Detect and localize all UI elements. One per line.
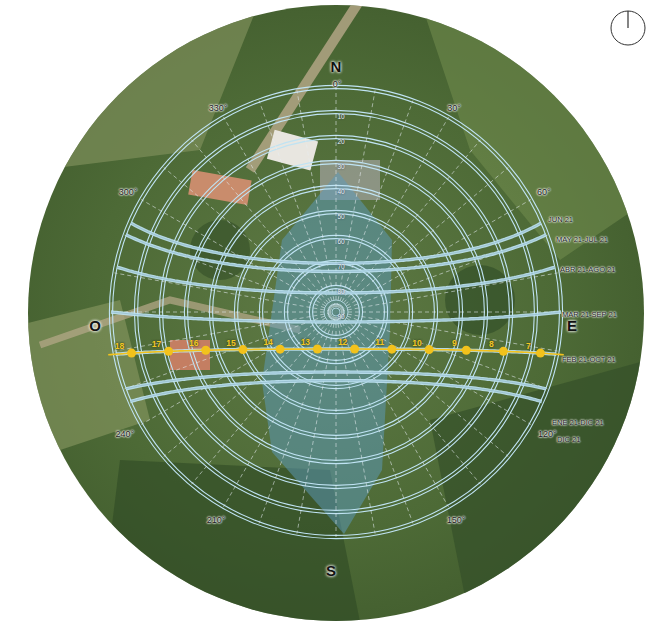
hour-dot bbox=[462, 346, 471, 355]
azimuth-label: 330° bbox=[209, 103, 228, 112]
hour-dot bbox=[425, 345, 434, 354]
hour-label: 15 bbox=[226, 338, 235, 347]
altitude-ring bbox=[313, 289, 360, 336]
azimuth-line bbox=[191, 316, 332, 485]
altitude-number: 70 bbox=[337, 264, 344, 271]
hour-dot bbox=[164, 347, 173, 356]
altitude-number: 80 bbox=[337, 289, 344, 296]
azimuth-line bbox=[191, 140, 332, 309]
azimuth-label: 60° bbox=[537, 188, 551, 197]
azimuth-line bbox=[336, 87, 337, 307]
hour-label: 17 bbox=[152, 340, 161, 349]
date-arc bbox=[118, 267, 555, 293]
hour-label: 14 bbox=[263, 338, 272, 347]
altitude-number: 30 bbox=[337, 164, 344, 171]
hour-label: 9 bbox=[452, 339, 457, 348]
date-label: ABR 21-AGO 21 bbox=[560, 266, 615, 274]
azimuth-line bbox=[141, 315, 332, 425]
hour-label: 12 bbox=[338, 338, 347, 347]
hour-label: 13 bbox=[301, 338, 310, 347]
azimuth-line bbox=[164, 167, 333, 308]
hour-label: 8 bbox=[489, 340, 494, 349]
azimuth-line bbox=[259, 101, 334, 308]
cardinal-letter: E bbox=[567, 318, 577, 333]
azimuth-line bbox=[224, 316, 334, 507]
azimuth-line bbox=[224, 117, 334, 308]
azimuth-line bbox=[339, 316, 480, 485]
azimuth-label: 0° bbox=[333, 80, 342, 89]
hour-dot bbox=[536, 349, 545, 358]
hour-dot bbox=[387, 345, 396, 354]
azimuth-label: 210° bbox=[207, 515, 226, 524]
altitude-ring bbox=[213, 189, 460, 436]
altitude-ring bbox=[159, 135, 512, 488]
azimuth-line bbox=[340, 167, 509, 308]
date-arc bbox=[111, 312, 561, 322]
hour-dot bbox=[238, 345, 247, 354]
altitude-number: 50 bbox=[337, 214, 344, 221]
date-label: DIC 21 bbox=[557, 436, 580, 444]
hour-dot bbox=[313, 345, 322, 354]
hour-label: 18 bbox=[115, 342, 124, 351]
azimuth-line bbox=[339, 316, 449, 507]
date-arc bbox=[111, 312, 561, 322]
cardinal-letter: S bbox=[326, 563, 336, 578]
azimuth-line bbox=[339, 140, 480, 309]
date-label: ENE 21-DIC 21 bbox=[552, 419, 604, 427]
date-arc bbox=[126, 235, 546, 272]
hour-dot bbox=[350, 345, 359, 354]
hour-dot bbox=[201, 346, 210, 355]
azimuth-line bbox=[338, 101, 413, 308]
sun-path-line bbox=[108, 345, 564, 358]
date-arc bbox=[126, 235, 546, 272]
date-arc bbox=[130, 381, 542, 402]
hour-label: 10 bbox=[412, 338, 421, 347]
azimuth-line bbox=[337, 90, 375, 307]
azimuth-line bbox=[111, 312, 331, 313]
azimuth-line bbox=[340, 315, 509, 456]
azimuth-label: 300° bbox=[119, 188, 138, 197]
date-label: FEB 21-OCT 21 bbox=[562, 356, 616, 364]
hour-dot bbox=[127, 349, 136, 358]
altitude-number: 20 bbox=[337, 139, 344, 146]
azimuth-line bbox=[340, 315, 531, 425]
altitude-number: 90 bbox=[337, 314, 344, 321]
altitude-ring bbox=[259, 235, 412, 388]
date-arc bbox=[118, 267, 555, 293]
azimuth-label: 120° bbox=[538, 430, 557, 439]
cardinal-letter: O bbox=[89, 318, 101, 333]
sun-path bbox=[108, 349, 564, 355]
date-arc bbox=[130, 381, 542, 402]
azimuth-line bbox=[297, 90, 335, 307]
cardinal-letter: N bbox=[331, 59, 342, 74]
azimuth-line bbox=[341, 312, 561, 313]
date-label: JUN 21 bbox=[548, 216, 573, 224]
north-icon bbox=[611, 11, 645, 45]
altitude-number: 40 bbox=[337, 189, 344, 196]
azimuth-label: 30° bbox=[447, 103, 461, 112]
hour-label: 11 bbox=[375, 338, 384, 347]
hour-dot bbox=[499, 347, 508, 356]
azimuth-line bbox=[339, 117, 449, 308]
altitude-ring bbox=[109, 85, 562, 538]
hour-label: 7 bbox=[526, 342, 531, 351]
date-label: MAY 21-JUL 21 bbox=[556, 236, 608, 244]
altitude-number: 10 bbox=[337, 114, 344, 121]
altitude-ring bbox=[163, 139, 510, 486]
sun-chart-grid bbox=[109, 85, 562, 538]
azimuth-label: 150° bbox=[447, 515, 466, 524]
hour-label: 16 bbox=[189, 339, 198, 348]
azimuth-line bbox=[164, 315, 333, 456]
altitude-ring bbox=[113, 89, 560, 536]
azimuth-label: 240° bbox=[115, 430, 134, 439]
altitude-number: 60 bbox=[337, 239, 344, 246]
altitude-ring bbox=[209, 185, 462, 438]
hour-dot bbox=[276, 345, 285, 354]
date-label: MAR 21-SEP 21 bbox=[562, 311, 617, 319]
